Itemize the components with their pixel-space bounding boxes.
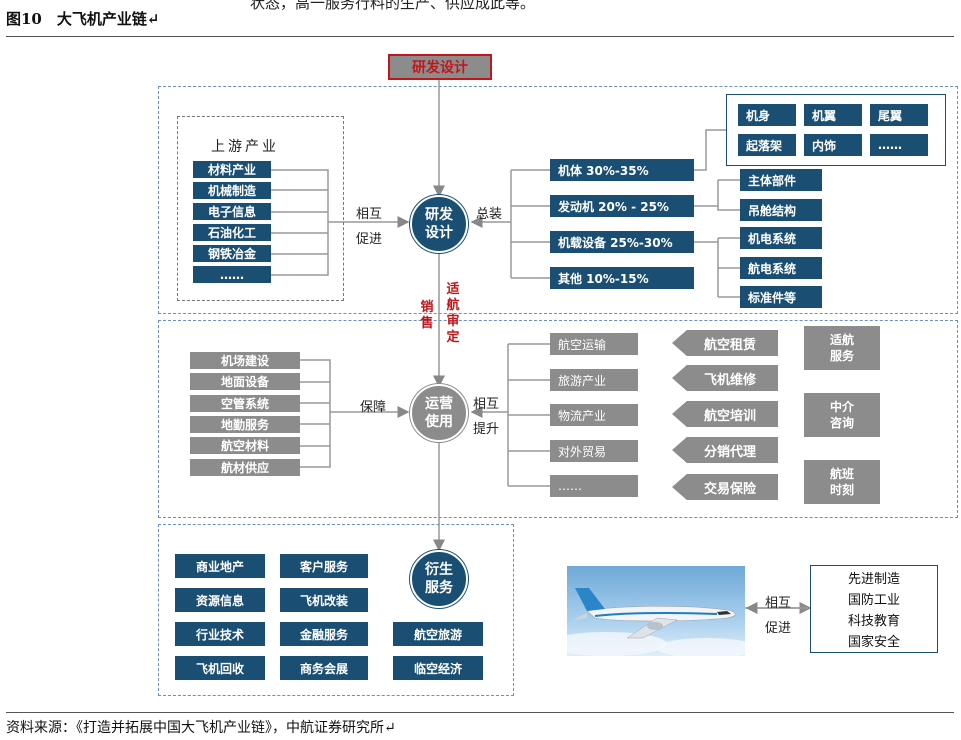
upstream-title: 上游产业	[211, 139, 279, 155]
airframe-part: 起落架	[738, 134, 796, 156]
sales-label: 销售	[420, 300, 434, 331]
ops-circle: 运营使用	[410, 384, 468, 442]
support-item: 地勤服务	[190, 416, 300, 433]
derived-item: 客户服务	[280, 554, 368, 578]
assembly-label: 总装	[476, 207, 503, 222]
figure-title: 图10 大飞机产业链↵	[6, 10, 160, 28]
service-box: 航班时刻	[804, 460, 880, 504]
upstream-item: 石油化工	[193, 224, 271, 241]
service-box: 适航服务	[804, 326, 880, 370]
service-arrow: 飞机维修	[672, 365, 778, 391]
airframe-part: 机身	[738, 104, 796, 126]
service-arrow: 航空培训	[672, 401, 778, 427]
source-note: 资料来源：《打造并拓展中国大飞机产业链》，中航证券研究所↵	[6, 720, 396, 736]
airworthiness-label: 适航审定	[446, 282, 460, 345]
service-arrow: 交易保险	[672, 474, 778, 500]
derived-circle-line: 衍生	[425, 562, 453, 578]
body-part: 机载设备 25%-30%	[550, 231, 694, 253]
derived-item: 航空旅游	[393, 622, 483, 646]
plane-relation: 相互	[765, 596, 792, 611]
body-part: 机体 30%-35%	[550, 159, 694, 181]
cut-off-text: 状态，高一服务行料的生产、供应成此等。	[250, 0, 536, 12]
derived-circle-line: 服务	[425, 580, 453, 596]
ops-circle-line: 使用	[425, 414, 453, 430]
national-item: 科技教育	[847, 614, 900, 629]
derived-region	[158, 524, 514, 696]
derived-item: 飞机改装	[280, 588, 368, 612]
airframe-part: 机翼	[804, 104, 862, 126]
airframe-part: 内饰	[804, 134, 862, 156]
rd-region	[158, 86, 958, 314]
ops-relation: 相互	[473, 397, 500, 412]
rd-design-label: 研发设计	[388, 54, 492, 80]
support-item: 空管系统	[190, 395, 300, 412]
ops-item: ……	[550, 475, 638, 497]
rd-circle-line: 研发	[425, 207, 453, 223]
upstream-box	[177, 116, 344, 301]
body-part: 发动机 20% - 25%	[550, 195, 694, 217]
aircraft-image	[567, 566, 745, 656]
ops-item: 对外贸易	[550, 440, 638, 462]
avionics-part: 机电系统	[740, 227, 822, 249]
support-item: 地面设备	[190, 373, 300, 390]
support-item: 航空材料	[190, 437, 300, 454]
derived-item: 商务会展	[280, 656, 368, 680]
avionics-part: 航电系统	[740, 257, 822, 279]
service-arrow: 分销代理	[672, 437, 778, 463]
support-item: 航材供应	[190, 459, 300, 476]
service-box: 中介咨询	[804, 393, 880, 437]
ops-item: 航空运输	[550, 333, 638, 355]
engine-part: 主体部件	[740, 169, 822, 191]
airframe-part: 尾翼	[870, 104, 928, 126]
national-item: 先进制造	[847, 572, 900, 587]
derived-item: 行业技术	[175, 622, 265, 646]
derived-item: 临空经济	[393, 656, 483, 680]
engine-part: 吊舱结构	[740, 199, 822, 221]
national-item: 国防工业	[847, 593, 900, 608]
national-box: 先进制造 国防工业 科技教育 国家安全	[810, 565, 938, 653]
ops-relation: 提升	[473, 422, 500, 437]
support-item: 机场建设	[190, 352, 300, 369]
upstream-item: 电子信息	[193, 203, 271, 220]
rd-circle-line: 设计	[425, 225, 453, 241]
relation-label: 相互	[356, 207, 383, 222]
ops-circle-line: 运营	[425, 396, 453, 412]
support-relation: 保障	[360, 400, 387, 415]
plane-relation: 促进	[765, 621, 792, 636]
upstream-item: 钢铁冶金	[193, 245, 271, 262]
airframe-part: ……	[870, 134, 928, 156]
ops-item: 物流产业	[550, 404, 638, 426]
upstream-item: ……	[193, 266, 271, 283]
top-rule	[6, 36, 954, 37]
ops-region	[158, 320, 958, 518]
bottom-rule	[6, 712, 954, 713]
rd-circle: 研发设计	[410, 195, 468, 253]
derived-item: 资源信息	[175, 588, 265, 612]
body-part: 其他 10%-15%	[550, 267, 694, 289]
upstream-item: 机械制造	[193, 182, 271, 199]
airframe-box	[726, 94, 946, 166]
derived-item: 飞机回收	[175, 656, 265, 680]
avionics-part: 标准件等	[740, 286, 822, 308]
service-arrow: 航空租赁	[672, 330, 778, 356]
national-item: 国家安全	[847, 635, 900, 650]
ops-item: 旅游产业	[550, 369, 638, 391]
derived-item: 金融服务	[280, 622, 368, 646]
derived-item: 商业地产	[175, 554, 265, 578]
relation-label: 促进	[356, 232, 383, 247]
upstream-item: 材料产业	[193, 161, 271, 178]
derived-circle: 衍生服务	[410, 550, 468, 608]
